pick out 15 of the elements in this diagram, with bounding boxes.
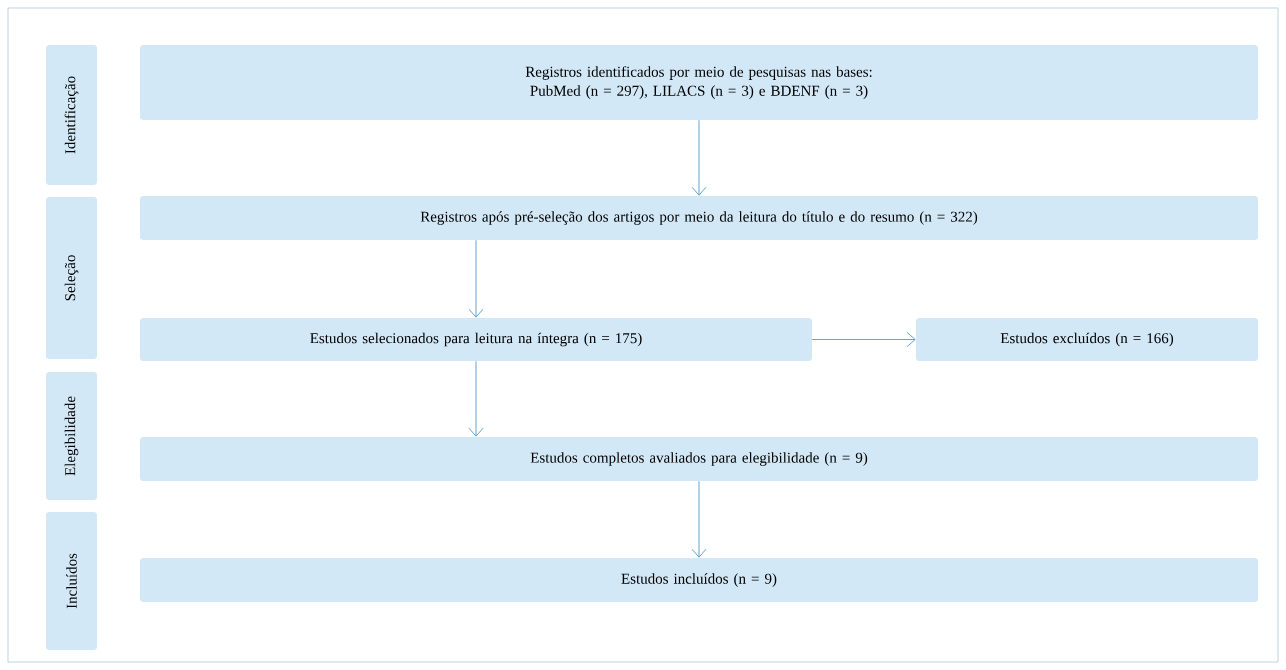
stage-band: Identificação	[46, 45, 97, 185]
process-box: Estudos completos avaliados para elegibilidade (n = 9)	[140, 437, 1258, 481]
process-box: Estudos excluídos (n = 166)	[916, 318, 1258, 361]
process-box: Registros identificados por meio de pesquisas nas bases: PubMed (n = 297), LILACS (n = 3) e BDENF (n = 3)	[140, 45, 1258, 120]
arrow	[691, 119, 707, 196]
arrow	[811, 332, 916, 347]
process-box: Estudos selecionados para leitura na íntegra (n = 175)	[140, 318, 812, 361]
process-box: Registros após pré-seleção dos artigos por meio da leitura do título e do resumo (n = 322)	[140, 196, 1258, 240]
stage-band: Incluídos	[46, 512, 97, 650]
arrow	[468, 360, 484, 437]
process-box: Estudos incluídos (n = 9)	[140, 558, 1258, 602]
arrow	[691, 480, 707, 558]
arrow	[468, 239, 484, 318]
stage-band: Elegibilidade	[46, 372, 97, 500]
stage-band: Seleção	[46, 197, 97, 359]
